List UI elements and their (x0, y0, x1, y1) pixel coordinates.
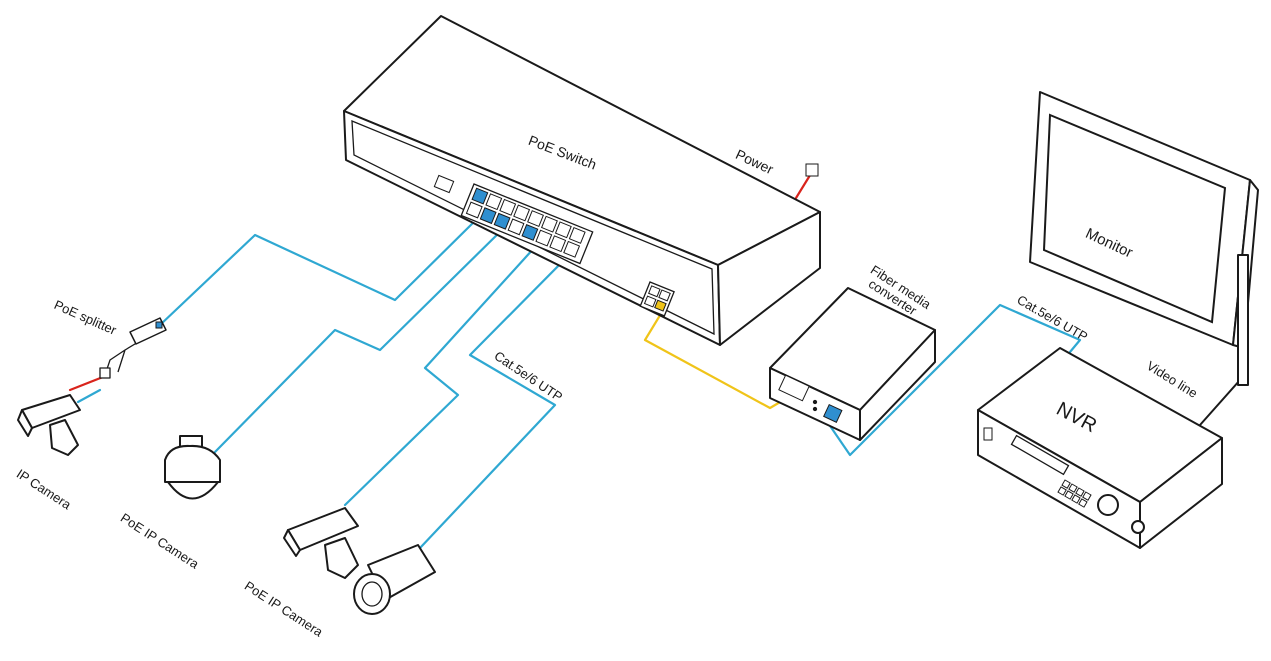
utp-cable-dome-camera (213, 222, 510, 454)
switch-port-block (460, 183, 594, 265)
switch-sfp-ports (639, 281, 675, 317)
power-socket-icon (805, 163, 819, 177)
poe-switch (343, 15, 821, 346)
splitter-data-lead (76, 388, 102, 404)
switch-rj45-port (493, 212, 511, 230)
nvr-slot (1010, 434, 1070, 476)
switch-rj45-port (479, 207, 497, 225)
switch-display (433, 174, 455, 194)
switch-rj45-port (471, 187, 489, 205)
nvr-buttons (1057, 479, 1092, 508)
switch-rj45-port (540, 215, 558, 233)
poe-dome-camera (164, 435, 221, 500)
nvr-jog-dial (1097, 494, 1119, 516)
switch-rj45-port (513, 204, 531, 222)
switch-rj45-port (549, 235, 567, 253)
fiber-media-converter (769, 287, 936, 441)
switch-rj45-port (535, 229, 553, 247)
poe-bullet-camera (283, 507, 359, 579)
ip-camera (17, 394, 81, 456)
converter-fiber-port (778, 374, 810, 402)
switch-rj45-port (521, 224, 539, 241)
monitor-stand (1237, 254, 1249, 386)
monitor (1029, 91, 1259, 386)
utp-cable-barrel-camera (418, 250, 574, 550)
switch-rj45-port (563, 240, 581, 258)
switch-side (717, 211, 821, 346)
poe-barrel-camera (353, 544, 436, 615)
switch-rj45-port (465, 201, 483, 219)
switch-rj45-port (554, 221, 572, 239)
converter-rj45-port (823, 403, 843, 423)
switch-rj45-port (507, 218, 525, 236)
poe-splitter (99, 317, 167, 379)
utp-cable-nvr (824, 303, 1082, 457)
switch-rj45-port (499, 198, 517, 216)
switch-rj45-port (568, 226, 586, 244)
utp-cable-bullet-camera (343, 234, 547, 507)
utp-cable-splitter (158, 212, 484, 327)
switch-rj45-port (527, 210, 544, 228)
nvr-knob (1131, 520, 1145, 534)
switch-rj45-port (485, 193, 503, 211)
switch-front-inner (351, 120, 715, 336)
nvr (977, 347, 1223, 549)
